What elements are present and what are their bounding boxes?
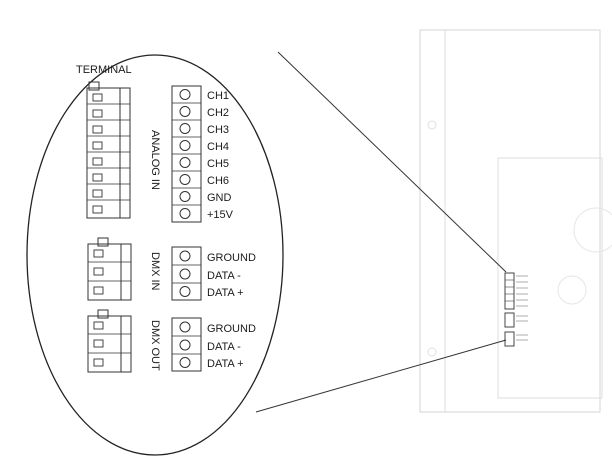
callout-line-top bbox=[277, 51, 507, 273]
pin-label-ch2: CH2 bbox=[207, 107, 229, 119]
analog-in-socket bbox=[171, 85, 202, 223]
terminal-title: TERMINAL bbox=[76, 64, 132, 76]
device-panel bbox=[419, 29, 612, 413]
dmx-in-label: DMX IN bbox=[149, 252, 161, 291]
dmx-in-plug bbox=[87, 237, 132, 301]
analog-in-label: ANALOG IN bbox=[149, 130, 161, 190]
pin-label-ch1: CH1 bbox=[207, 90, 229, 102]
analog-in-plug bbox=[86, 81, 131, 219]
analog-in-block: ANALOG IN CH1 CH2 CH3 CH4 CH5 CH6 GND +1… bbox=[86, 81, 234, 223]
callout-line-bottom bbox=[255, 339, 507, 413]
pin-label-ch3: CH3 bbox=[207, 124, 229, 136]
pin-label-dmx-in-data-plus: DATA + bbox=[207, 287, 244, 299]
pin-label-dmx-out-data-minus: DATA - bbox=[207, 341, 241, 353]
pin-label-dmx-in-data-minus: DATA - bbox=[207, 270, 241, 282]
dmx-in-socket bbox=[171, 246, 202, 301]
dmx-in-block: DMX IN GROUND DATA - DATA + bbox=[87, 237, 256, 301]
pin-label-dmx-out-data-plus: DATA + bbox=[207, 358, 244, 370]
pin-label-ch6: CH6 bbox=[207, 175, 229, 187]
device-connector-analog bbox=[504, 272, 528, 310]
pin-label-dmx-out-ground: GROUND bbox=[207, 323, 256, 335]
magnifier-ellipse bbox=[26, 54, 284, 456]
pin-label-dmx-in-ground: GROUND bbox=[207, 252, 256, 264]
pin-label-gnd: GND bbox=[207, 192, 232, 204]
dmx-out-plug bbox=[87, 309, 132, 373]
device-connector-dmx-out bbox=[504, 331, 528, 347]
pin-label-ch5: CH5 bbox=[207, 158, 229, 170]
pin-label-ch4: CH4 bbox=[207, 141, 229, 153]
dmx-out-socket bbox=[171, 317, 202, 372]
device-connector-dmx-in bbox=[504, 312, 528, 328]
dmx-out-block: DMX OUT GROUND DATA - DATA + bbox=[87, 309, 256, 373]
dmx-out-label: DMX OUT bbox=[149, 320, 161, 371]
pin-label-15v: +15V bbox=[207, 209, 234, 221]
